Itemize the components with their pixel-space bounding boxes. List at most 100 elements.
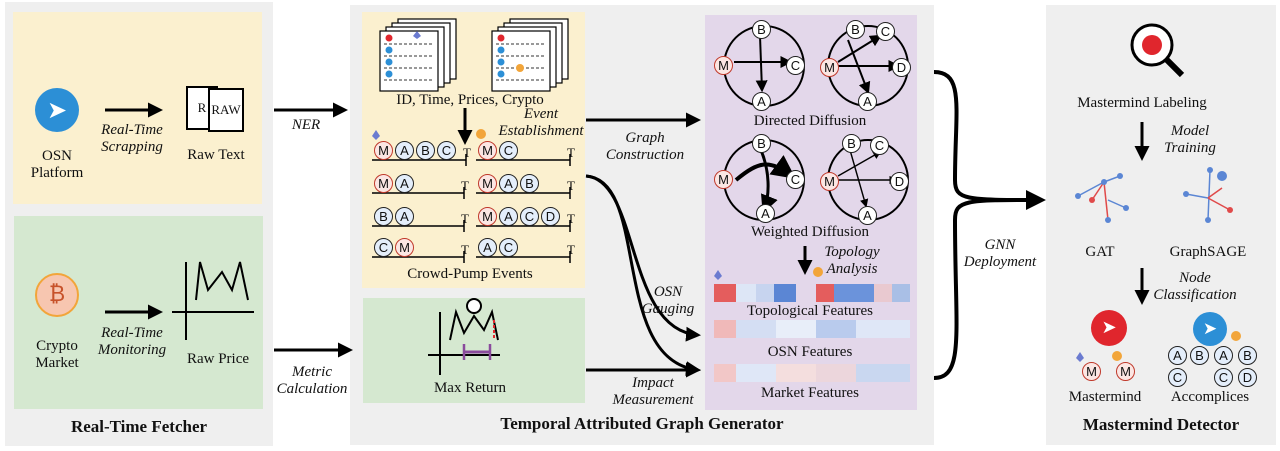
fetcher-title: Real-Time Fetcher (70, 417, 208, 436)
osn-features-label: OSN Features (767, 344, 853, 360)
node-m: M (478, 207, 497, 226)
node-m: M (478, 141, 497, 160)
directed-diffusion-label: Directed Diffusion (753, 113, 867, 129)
node-c: C (1214, 368, 1233, 387)
time-marker: T (567, 211, 575, 226)
graph-node-m: M (714, 170, 733, 189)
mastermind-labeling-label: Mastermind Labeling (1077, 95, 1207, 111)
weighted-diffusion-label: Weighted Diffusion (750, 224, 870, 240)
event-establishment-label: Event Establishment (498, 106, 584, 139)
node-a: A (395, 207, 414, 226)
realtime-monitoring-label: Real-Time Monitoring (97, 325, 167, 358)
graph-node-c: C (786, 56, 805, 75)
event-table-stack-right (491, 18, 569, 92)
id-time-prices-label: ID, Time, Prices, Crypto (396, 92, 544, 108)
telegram-icon: ➤ (35, 88, 79, 132)
graph-node-d: D (892, 58, 911, 77)
graph-construction-label: Graph Construction (605, 130, 685, 163)
graph-node-b: B (752, 20, 771, 39)
node-b: B (1190, 346, 1209, 365)
generator-title: Temporal Attributed Graph Generator (500, 414, 784, 433)
gnn-deployment-label: GNN Deployment (963, 237, 1037, 270)
node-d: D (1238, 368, 1257, 387)
graph-node-m: M (714, 56, 733, 75)
node-m: M (478, 174, 497, 193)
node-c: C (499, 141, 518, 160)
realtime-scrapping-label: Real-Time Scrapping (101, 122, 163, 155)
accomplices-label: Accomplices (1170, 389, 1250, 405)
arrow-crowd-to-market (585, 174, 701, 377)
topology-analysis-label: Topology Analysis (824, 244, 880, 277)
graph-node-m: M (820, 172, 839, 191)
node-b: B (374, 207, 393, 226)
impact-measurement-label: Impact Measurement (612, 375, 694, 408)
raw-price-chart-icon (172, 261, 254, 340)
graph-node-c: C (876, 22, 895, 41)
node-c: C (520, 207, 539, 226)
node-a: A (1168, 346, 1187, 365)
node-d: D (541, 207, 560, 226)
raw-text-page-raw: RAW (208, 88, 244, 132)
node-c: C (437, 141, 456, 160)
graph-node-a: A (858, 206, 877, 225)
node-c: C (1168, 368, 1187, 387)
arrow-gnn-deployment (933, 70, 1041, 380)
market-features-label: Market Features (761, 385, 859, 401)
event-timelines (372, 154, 571, 263)
market-features-heatmap (714, 364, 910, 382)
graph-node-c: C (870, 136, 889, 155)
osn-gauging-label: OSN Gauging (641, 284, 695, 317)
osn-platform-label: OSN Platform (30, 148, 84, 181)
node-b: B (520, 174, 539, 193)
crypto-market-label: Crypto Market (35, 338, 79, 371)
crowd-pump-events-label: Crowd-Pump Events (407, 266, 533, 282)
topological-features-heatmap (714, 284, 910, 302)
node-a: A (499, 174, 518, 193)
max-return-chart-icon (428, 298, 500, 375)
time-marker: T (567, 242, 575, 257)
time-marker: T (463, 145, 471, 160)
detector-title: Mastermind Detector (1082, 415, 1240, 434)
node-b: B (416, 141, 435, 160)
node-m: M (1116, 362, 1135, 381)
topological-features-label: Topological Features (747, 303, 873, 319)
search-icon (1130, 23, 1185, 78)
graph-node-c: C (786, 170, 805, 189)
graph-node-a: A (858, 92, 877, 111)
node-classification-label: Node Classification (1153, 270, 1237, 303)
graph-node-m: M (820, 58, 839, 77)
node-c: C (374, 238, 393, 257)
graph-node-b: B (842, 134, 861, 153)
node-a: A (395, 174, 414, 193)
raw-text-icon: R RAW (186, 86, 246, 132)
node-c: C (499, 238, 518, 257)
ner-label: NER (291, 117, 321, 133)
node-m: M (395, 238, 414, 257)
mastermind-label: Mastermind (1068, 389, 1142, 405)
raw-text-label: Raw Text (187, 147, 245, 163)
time-marker: T (461, 242, 469, 257)
model-training-label: Model Training (1164, 123, 1216, 156)
gat-label: GAT (1085, 244, 1115, 260)
graph-node-d: D (890, 172, 909, 191)
node-m: M (374, 174, 393, 193)
gat-graph-icon (1075, 173, 1129, 223)
node-a: A (395, 141, 414, 160)
time-marker: T (567, 145, 575, 160)
graphsage-label: GraphSAGE (1169, 244, 1247, 260)
time-marker: T (461, 211, 469, 226)
graph-node-b: B (846, 20, 865, 39)
event-table-stack-left (379, 18, 457, 92)
metric-calculation-label: Metric Calculation (276, 364, 348, 397)
node-m: M (374, 141, 393, 160)
node-b: B (1238, 346, 1257, 365)
node-m: M (1082, 362, 1101, 381)
raw-price-label: Raw Price (186, 351, 250, 367)
graph-node-b: B (752, 134, 771, 153)
graph-node-a: A (752, 92, 771, 111)
bitcoin-icon: ₿ (35, 273, 79, 317)
time-marker: T (461, 178, 469, 193)
osn-features-heatmap (714, 320, 910, 338)
graph-node-a: A (756, 204, 775, 223)
